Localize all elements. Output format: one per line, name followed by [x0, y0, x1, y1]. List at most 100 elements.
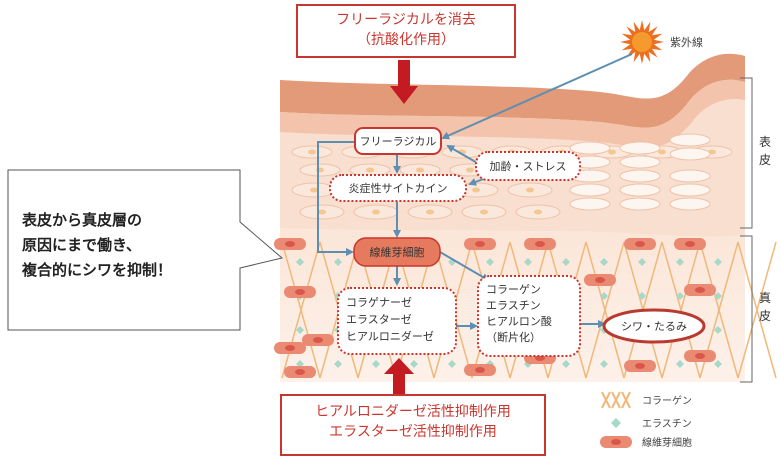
- elastin-fiber: [296, 258, 304, 266]
- dermis-label-2: 皮: [759, 309, 771, 323]
- wrinkle-label: シワ・たるみ: [621, 320, 687, 333]
- elastin-fiber: [714, 258, 722, 266]
- cell-nucleus: [535, 241, 545, 247]
- cell-nucleus: [426, 209, 434, 215]
- enzyme-2: エラスターゼ: [346, 313, 412, 326]
- cell-nucleus: [534, 209, 542, 215]
- cell-nucleus: [313, 337, 323, 343]
- cell-nucleus: [658, 149, 666, 155]
- collagen-fiber: [281, 241, 321, 379]
- elastin-fiber: [676, 258, 684, 266]
- legend-elastin: エラスチン: [642, 418, 692, 430]
- cell-nucleus: [635, 241, 645, 247]
- collagen-icon: [601, 391, 631, 409]
- sun-icon: [620, 20, 664, 64]
- cell-nucleus: [295, 369, 305, 375]
- elastin-fiber: [600, 258, 608, 266]
- cell-nucleus: [695, 353, 705, 359]
- epidermal-cell: [619, 183, 661, 197]
- elastin-fiber: [638, 292, 646, 300]
- epidermal-cell: [619, 197, 661, 211]
- cell-nucleus: [318, 209, 326, 215]
- callout-bubble: [7, 169, 284, 331]
- enzyme-3: ヒアルロニダーゼ: [346, 329, 434, 343]
- elastin-fiber: [562, 360, 570, 368]
- cell-nucleus: [372, 209, 380, 215]
- inflammatory-label: 炎症性サイトカイン: [349, 181, 448, 195]
- elastin-icon: [611, 418, 621, 428]
- cell-nucleus: [308, 149, 316, 155]
- cell-nucleus: [416, 167, 424, 173]
- free-radical-label: フリーラジカル: [360, 135, 437, 148]
- elastin-fiber: [638, 258, 646, 266]
- epidermal-cell: [669, 169, 711, 183]
- cell-nucleus: [472, 187, 480, 193]
- elastin-fiber: [372, 360, 380, 368]
- cell-nucleus: [695, 287, 705, 293]
- elastin-fiber: [524, 258, 532, 266]
- legend-collagen: コラーゲン: [642, 395, 692, 407]
- cell-nucleus: [475, 367, 485, 373]
- epidermal-cell: [569, 141, 611, 155]
- collagen-fiber: [585, 241, 625, 379]
- collagen-fiber: [737, 241, 777, 379]
- elastin-fiber: [410, 360, 418, 368]
- fibroblast-label: 線維芽細胞: [370, 245, 425, 259]
- epidermis-label-1: 表: [759, 135, 771, 149]
- elastin-fiber: [486, 258, 494, 266]
- cell-nucleus: [595, 277, 605, 283]
- elastin-fiber: [334, 360, 342, 368]
- side-brackets: 表 皮 真 皮: [740, 77, 771, 383]
- epidermis-label-2: 皮: [759, 153, 771, 167]
- cell-nucleus: [480, 209, 488, 215]
- component-3: ヒアルロン酸: [486, 314, 552, 328]
- elastin-fiber: [448, 360, 456, 368]
- cell-nucleus: [475, 241, 485, 247]
- elastin-fiber: [600, 292, 608, 300]
- collagen-fiber: [661, 241, 701, 379]
- cell-nucleus: [310, 187, 318, 193]
- epidermal-cell: [569, 183, 611, 197]
- epidermal-cell: [619, 155, 661, 169]
- epidermal-cell: [669, 133, 711, 147]
- enzyme-1: コラゲナーゼ: [346, 296, 412, 309]
- elastase-inhibition: エラスターゼ活性抑制作用: [329, 424, 497, 440]
- cell-nucleus: [295, 289, 305, 295]
- cell-nucleus: [685, 241, 695, 247]
- antioxidant-box: フリーラジカルを消去 （抗酸化作用）: [296, 4, 516, 58]
- uv-label: 紫外線: [670, 35, 703, 49]
- antioxidant-subtitle: （抗酸化作用）: [357, 32, 455, 48]
- enzyme-inhibition-box: ヒアルロニダーゼ活性抑制作用 エラスターゼ活性抑制作用: [280, 394, 546, 456]
- elastin-fiber: [714, 360, 722, 368]
- epidermal-cell: [669, 183, 711, 197]
- elastin-fiber: [600, 360, 608, 368]
- cell-nucleus: [635, 363, 645, 369]
- callout-line-2: 原因にまで働き、: [22, 236, 141, 254]
- node-inflammatory-cytokine: 炎症性サイトカイン: [329, 174, 467, 202]
- cell-nucleus: [285, 345, 295, 351]
- elastin-fiber: [676, 360, 684, 368]
- epidermal-cell: [619, 141, 661, 155]
- elastin-fiber: [334, 258, 342, 266]
- cell-nucleus: [366, 167, 374, 173]
- top-red-arrow: [390, 60, 418, 104]
- antioxidant-title: フリーラジカルを消去: [336, 12, 476, 28]
- node-aging-stress: 加齢・ストレス: [475, 151, 581, 181]
- legend-fibroblast: 線維芽細胞: [642, 436, 692, 449]
- component-1: コラーゲン: [486, 283, 541, 296]
- node-free-radical: フリーラジカル: [354, 127, 442, 155]
- callout-line-3: 複合的にシワを抑制！: [22, 261, 173, 279]
- component-2: エラスチン: [486, 299, 541, 312]
- bottom-red-arrow: [384, 358, 414, 394]
- cell-nucleus: [526, 187, 534, 193]
- callout-line-1: 表皮から真皮層の: [22, 211, 143, 229]
- stratum-corneum: [280, 53, 745, 128]
- hyaluronidase-inhibition: ヒアルロニダーゼ活性抑制作用: [315, 404, 511, 420]
- component-4: （断片化）: [486, 330, 541, 344]
- epidermal-cell: [619, 169, 661, 183]
- node-components: コラーゲン エラスチン ヒアルロン酸 （断片化）: [477, 275, 581, 357]
- node-wrinkle: シワ・たるみ: [602, 308, 706, 344]
- elastin-fiber: [714, 292, 722, 300]
- epidermal-cell: [669, 147, 711, 161]
